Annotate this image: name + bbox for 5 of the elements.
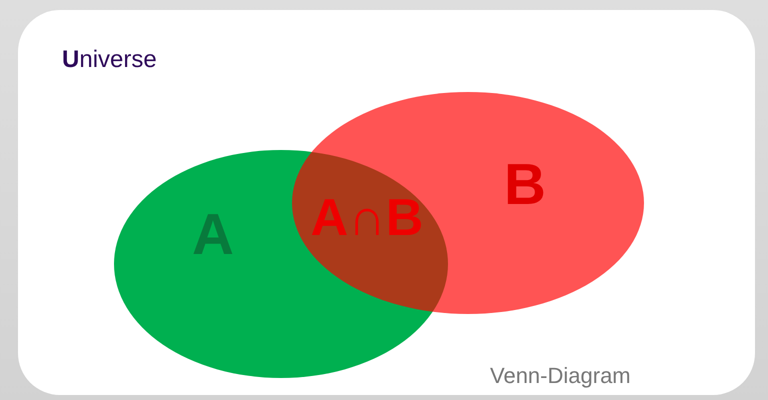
universe-panel [18, 10, 755, 395]
diagram-caption: Venn-Diagram [490, 363, 631, 389]
universe-title: Universe [62, 46, 157, 74]
set-label: B [504, 156, 546, 214]
intersection-label: A∩B [310, 192, 424, 244]
